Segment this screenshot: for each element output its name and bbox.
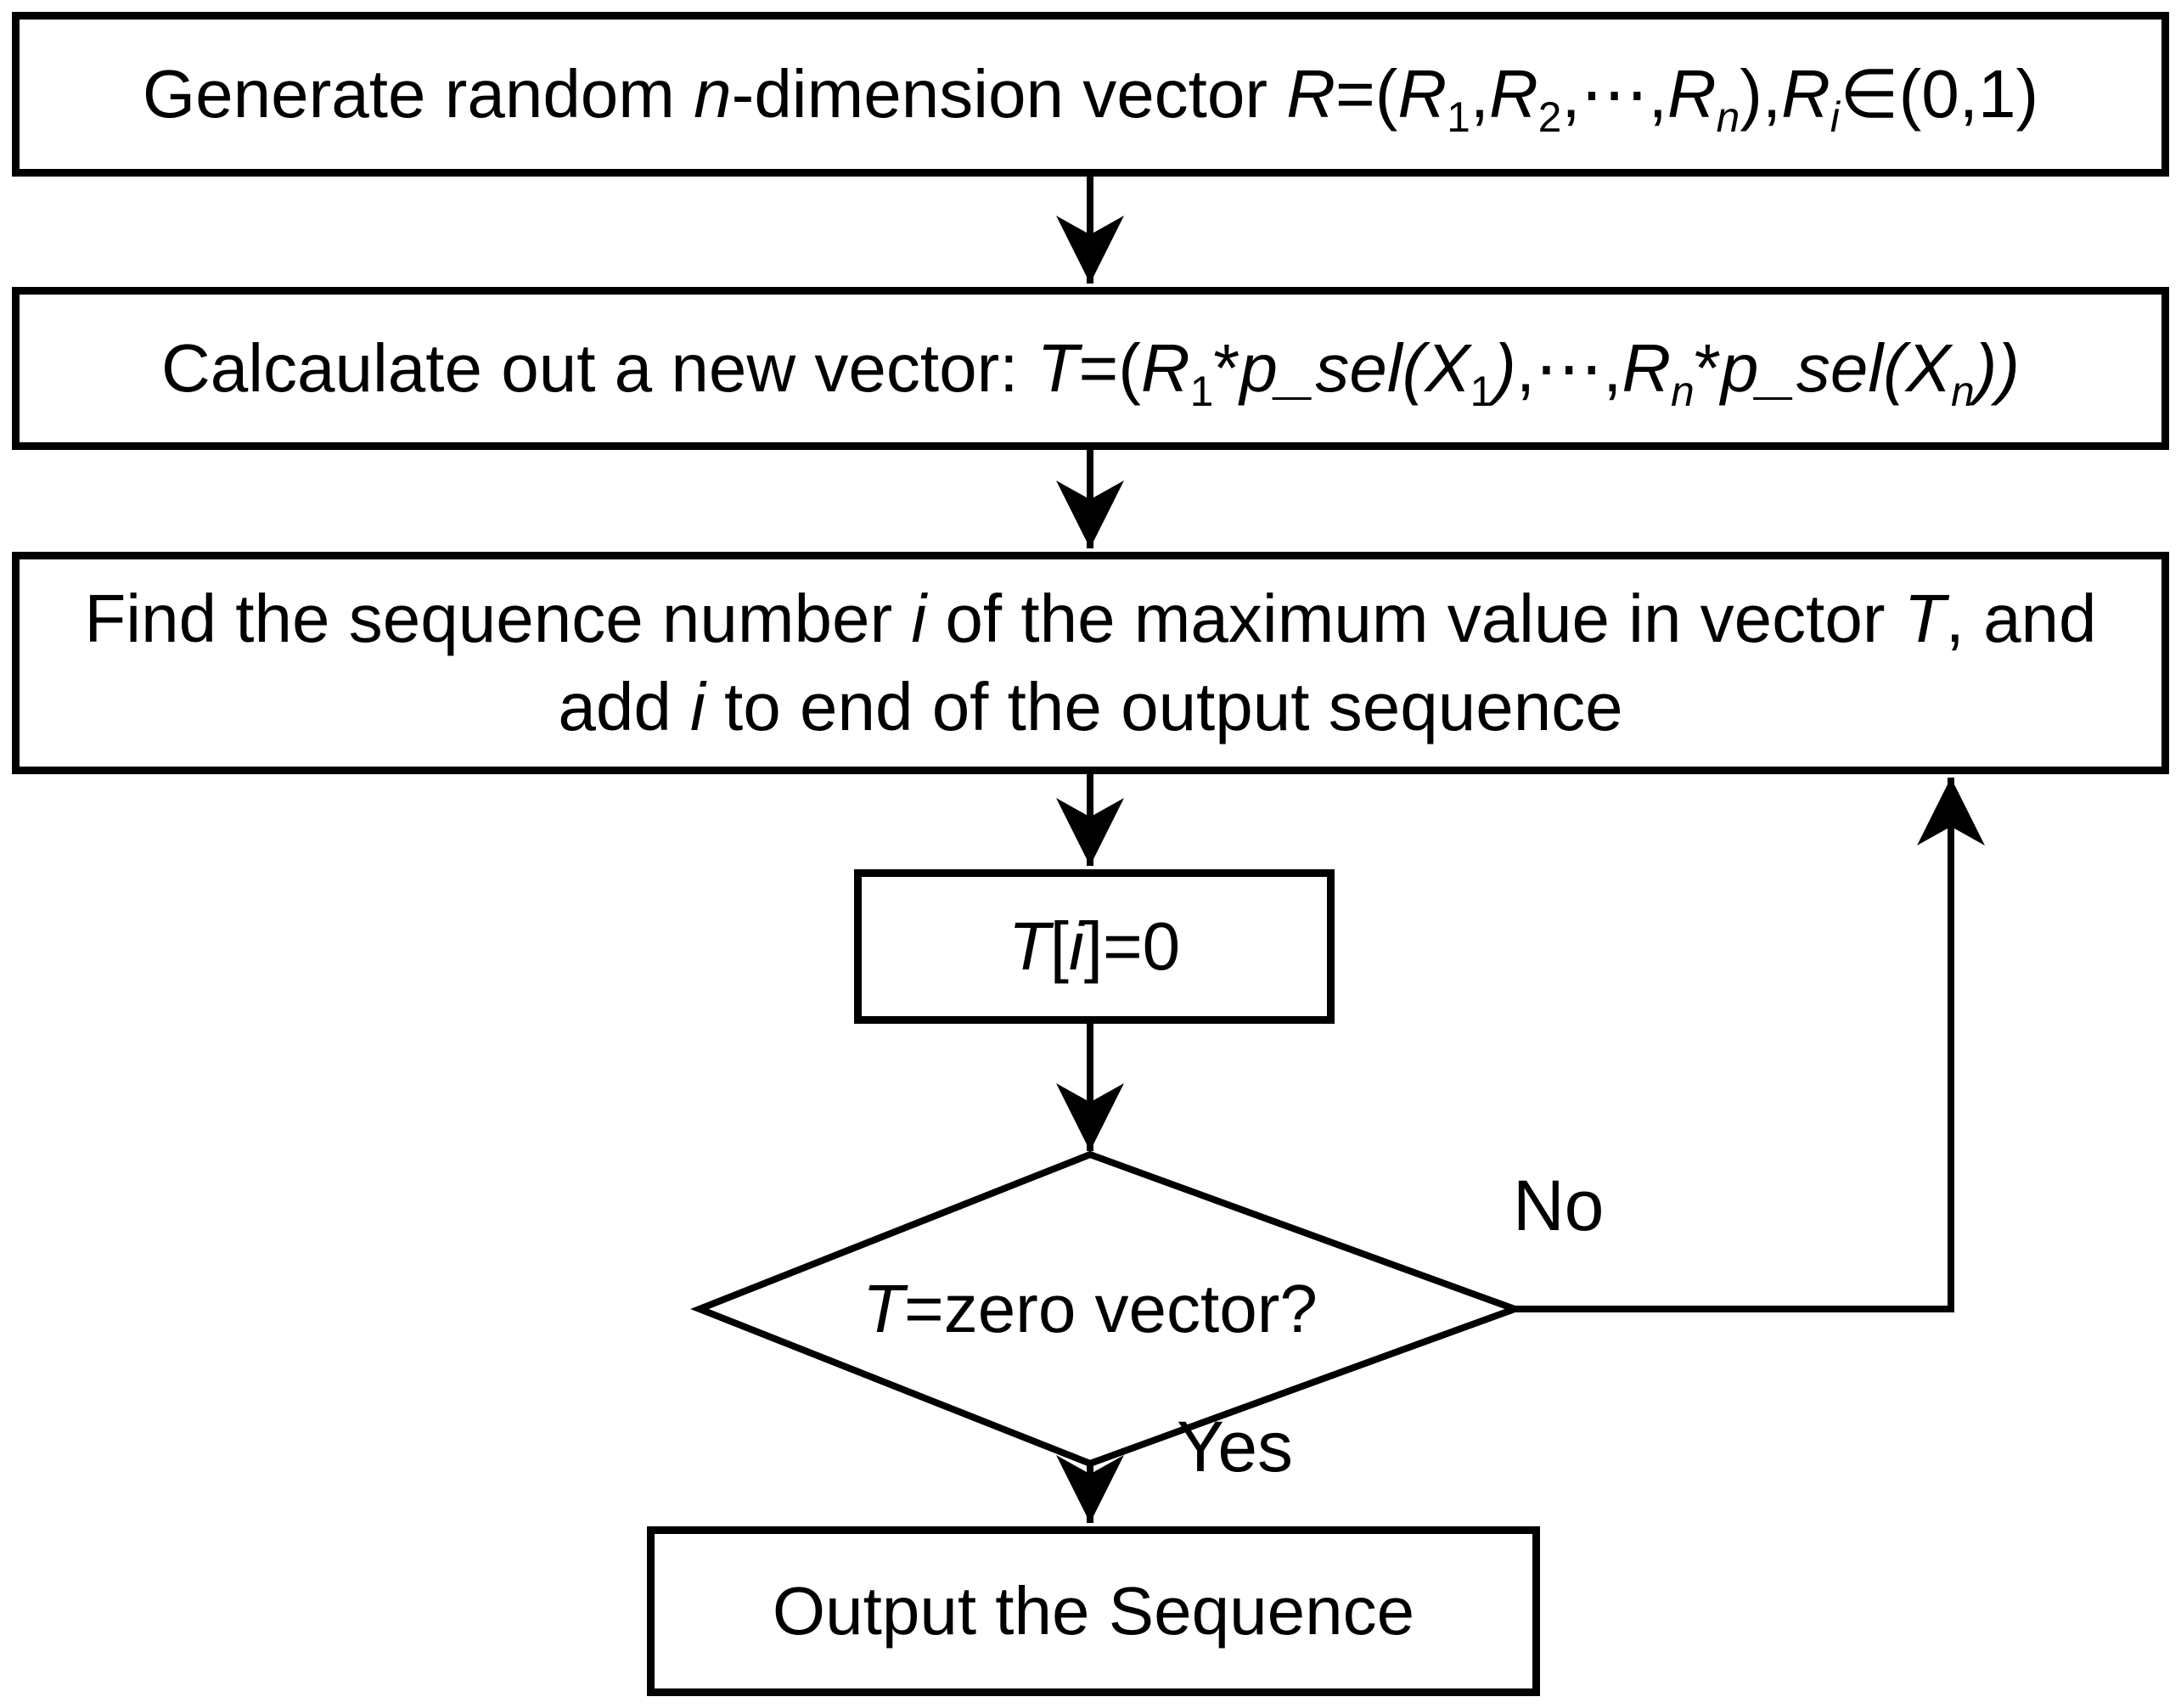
node-output-label: Output the Sequence xyxy=(772,1573,1415,1649)
decision-diamond xyxy=(690,1150,1525,1468)
node-calculate-label: Calcaulate out a new vector: T=(R1*p_sel… xyxy=(160,330,2020,415)
arrow-decision-no-to-find xyxy=(1515,778,1985,1312)
node-reset-label: T[i]=0 xyxy=(1008,908,1181,984)
node-reset-ti-zero: T[i]=0 xyxy=(854,869,1335,1024)
node-output-sequence: Output the Sequence xyxy=(647,1526,1540,1696)
node-find-label-line2: add i to end of the output sequence xyxy=(558,669,1623,744)
node-calculate-new-vector: Calcaulate out a new vector: T=(R1*p_sel… xyxy=(12,287,2169,450)
node-generate-label: Generate random n-dimension vector R=(R1… xyxy=(142,56,2039,141)
edge-label-yes: Yes xyxy=(1177,1407,1294,1486)
node-generate-random-vector: Generate random n-dimension vector R=(R1… xyxy=(12,12,2169,177)
node-find-max-sequence: Find the sequence number i of the maximu… xyxy=(12,552,2169,774)
node-decision-zero-vector: T=zero vector? xyxy=(750,1255,1430,1363)
edge-label-no: No xyxy=(1513,1166,1605,1245)
node-find-label-line1: Find the sequence number i of the maximu… xyxy=(84,581,2097,656)
node-decision-label: T=zero vector? xyxy=(863,1271,1318,1346)
